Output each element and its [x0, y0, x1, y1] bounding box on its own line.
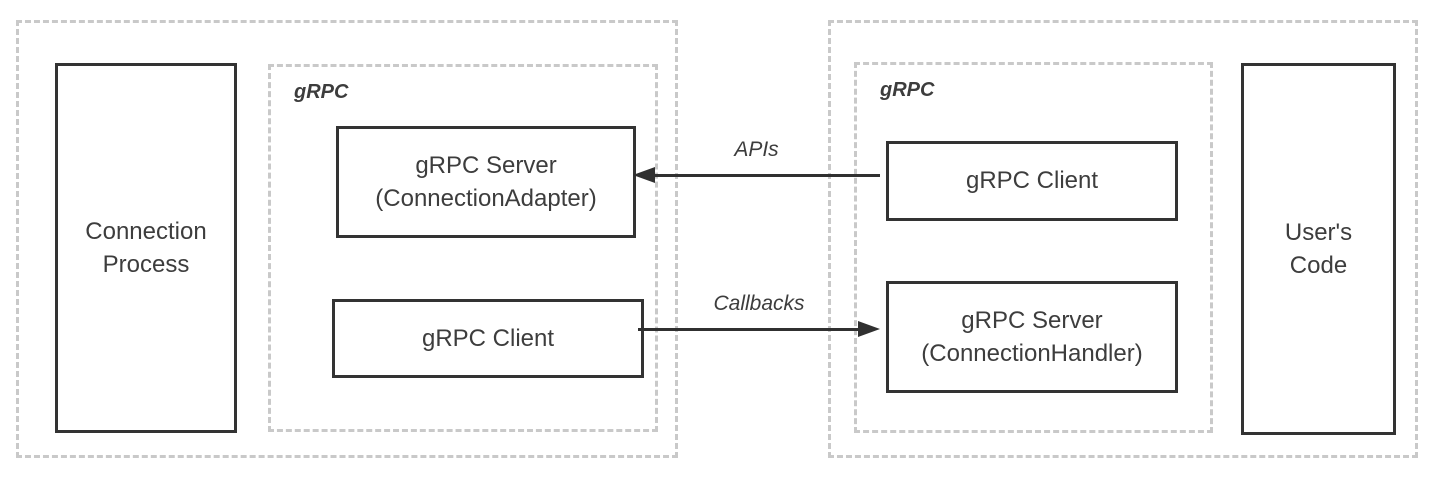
grpc-server-connection-adapter-box: gRPC Server (ConnectionAdapter)	[336, 126, 636, 238]
grpc-server-connection-handler-label-line2: (ConnectionHandler)	[921, 340, 1143, 367]
grpc-server-connection-adapter-label-line1: gRPC Server	[415, 151, 557, 179]
left-grpc-client-label: gRPC Client	[421, 324, 555, 352]
left-grpc-client-box: gRPC Client	[332, 299, 644, 378]
users-code-label: User's Code	[1285, 216, 1352, 282]
left-grpc-group: gRPC gRPC Server (ConnectionAdapter) gRP…	[268, 64, 658, 432]
apis-arrow-line	[647, 174, 880, 177]
users-code-label-line2: Code	[1289, 252, 1348, 279]
callbacks-arrow: Callbacks	[638, 292, 880, 338]
users-code-box: User's Code	[1241, 63, 1396, 435]
grpc-server-connection-handler-box: gRPC Server (ConnectionHandler)	[886, 281, 1178, 393]
grpc-server-connection-handler-label: gRPC Server (ConnectionHandler)	[921, 304, 1142, 370]
grpc-server-connection-handler-label-line1: gRPC Server	[961, 306, 1103, 334]
users-code-group: gRPC gRPC Client gRPC Server (Connection…	[828, 20, 1418, 458]
right-grpc-group: gRPC gRPC Client gRPC Server (Connection…	[854, 62, 1213, 433]
left-grpc-group-label: gRPC	[294, 81, 349, 103]
apis-arrow-label: APIs	[734, 138, 779, 161]
connection-process-label: Connection Process	[85, 215, 206, 281]
right-grpc-group-label: gRPC	[880, 79, 935, 101]
grpc-server-connection-adapter-label: gRPC Server (ConnectionAdapter)	[375, 149, 596, 215]
callbacks-arrow-label: Callbacks	[713, 292, 805, 315]
arrowhead-right-icon	[858, 321, 880, 337]
callbacks-arrow-line	[638, 328, 866, 331]
users-code-label-line1: User's	[1284, 218, 1353, 246]
apis-arrow: APIs	[633, 138, 880, 184]
connection-process-box: Connection Process	[55, 63, 237, 433]
connection-process-label-line2: Process	[102, 251, 190, 278]
connection-process-group: Connection Process gRPC gRPC Server (Con…	[16, 20, 678, 458]
grpc-server-connection-adapter-label-line2: (ConnectionAdapter)	[375, 185, 597, 212]
right-grpc-client-box: gRPC Client	[886, 141, 1178, 221]
connection-process-label-line1: Connection	[85, 217, 207, 245]
right-grpc-client-label: gRPC Client	[965, 167, 1099, 195]
arrowhead-left-icon	[633, 167, 655, 183]
